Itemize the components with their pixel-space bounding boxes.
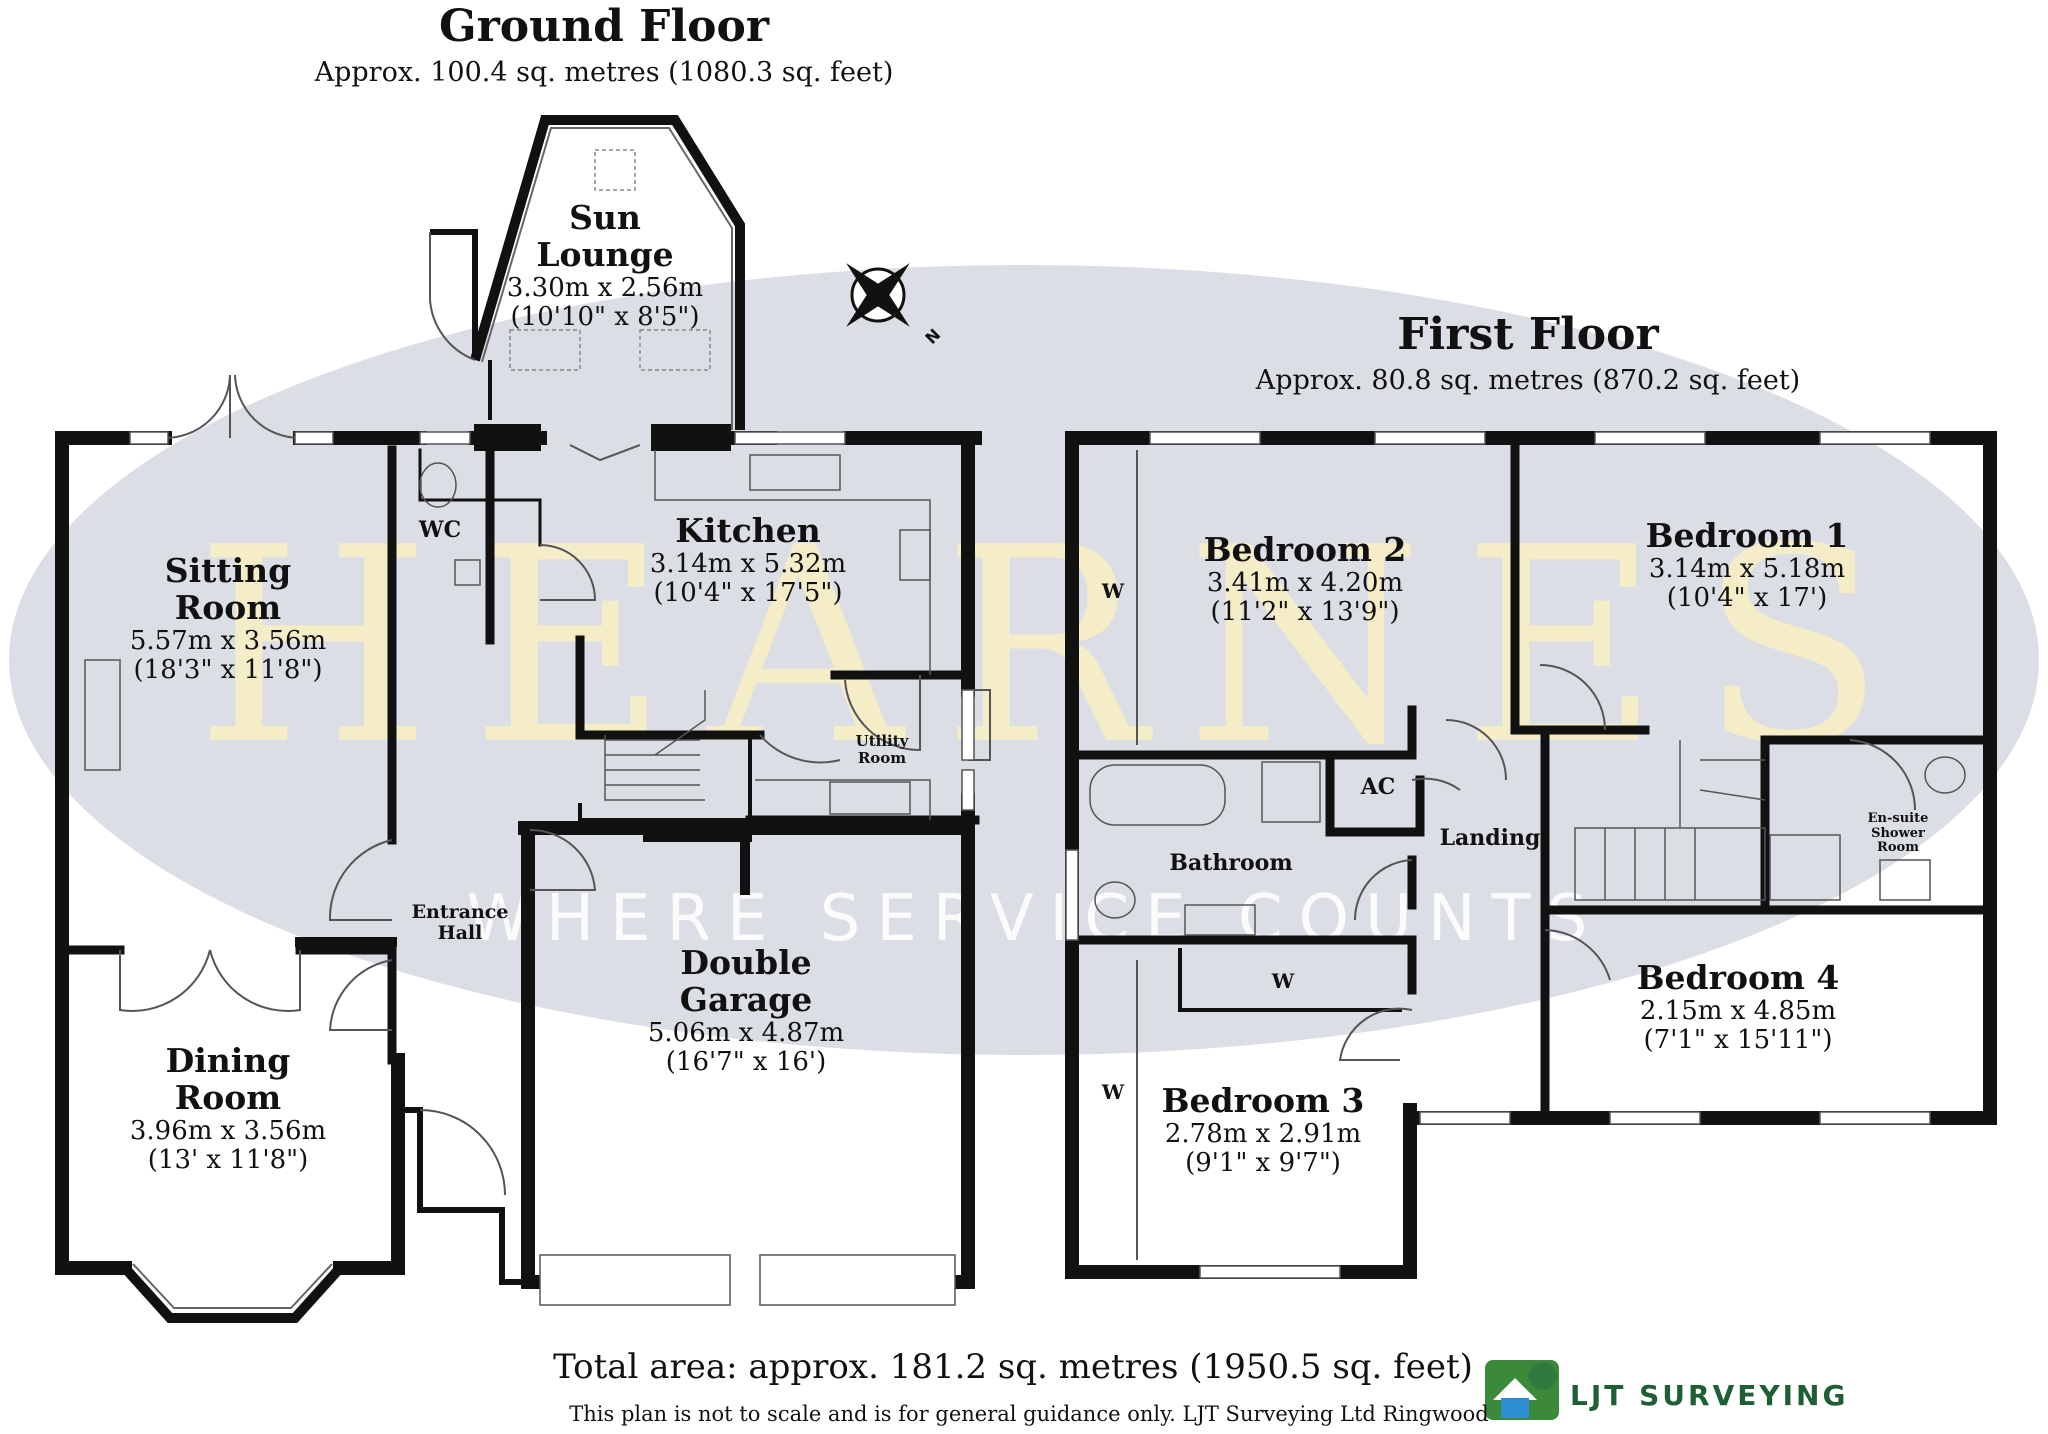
disclaimer: This plan is not to scale and is for gen… xyxy=(569,1402,1489,1426)
ground-floor-title: Ground Floor xyxy=(439,1,769,52)
room-name: Kitchen xyxy=(675,511,821,550)
room-name: Bedroom 2 xyxy=(1203,530,1407,569)
room-double-garage: Double Garage 5.06m x 4.87m (16'7" x 16'… xyxy=(647,943,845,1078)
room-kitchen: Kitchen 3.14m x 5.32m (10'4" x 17'5") xyxy=(649,511,847,609)
label-ensuite-line: Room xyxy=(1877,840,1919,856)
watermark-oval xyxy=(9,265,2039,1055)
room-imperial: (16'7" x 16') xyxy=(665,1047,827,1078)
room-imperial: (10'10" x 8'5") xyxy=(510,302,700,333)
label-wardrobe: W xyxy=(1101,579,1125,603)
room-imperial: (10'4" x 17'5") xyxy=(653,578,843,609)
room-metric: 5.57m x 3.56m xyxy=(129,625,327,656)
watermark-tagline: WHERE SERVICE COUNTS xyxy=(467,882,1604,956)
room-bedroom-1: Bedroom 1 3.14m x 5.18m (10'4" x 17') xyxy=(1645,516,1849,614)
label-wc: WC xyxy=(418,517,462,543)
label-wardrobe: W xyxy=(1101,1080,1125,1104)
total-area: Total area: approx. 181.2 sq. metres (19… xyxy=(553,1347,1473,1387)
room-imperial: (9'1" x 9'7") xyxy=(1185,1148,1341,1179)
label-ensuite-line: Shower xyxy=(1871,825,1925,841)
room-name: Dining xyxy=(165,1041,291,1080)
room-name: Bedroom 3 xyxy=(1161,1081,1365,1120)
room-metric: 5.06m x 4.87m xyxy=(647,1017,845,1048)
room-name: Sun xyxy=(569,198,641,237)
label-ensuite: En-suite Shower Room xyxy=(1867,811,1929,856)
label-wardrobe: W xyxy=(1271,969,1295,993)
room-metric: 2.15m x 4.85m xyxy=(1639,995,1837,1026)
label-landing: Landing xyxy=(1439,825,1541,851)
first-floor-fixtures xyxy=(1089,740,1966,936)
ground-floor-area: Approx. 100.4 sq. metres (1080.3 sq. fee… xyxy=(314,57,894,88)
label-utility-line: Utility xyxy=(855,732,909,750)
room-name: Double xyxy=(680,943,812,982)
room-metric: 3.30m x 2.56m xyxy=(506,272,704,303)
label-hall-line: Entrance xyxy=(411,901,509,923)
first-floor-doors xyxy=(1136,450,1917,1260)
ground-floor-fixtures xyxy=(84,450,931,820)
dining-bay xyxy=(121,1263,344,1323)
room-name: Room xyxy=(174,587,282,627)
room-bedroom-2: Bedroom 2 3.41m x 4.20m (11'2" x 13'9") xyxy=(1203,530,1407,628)
compass-icon: N xyxy=(846,263,944,348)
room-imperial: (18'3" x 11'8") xyxy=(133,655,323,686)
room-name: Lounge xyxy=(536,234,674,274)
room-imperial: (10'4" x 17') xyxy=(1666,583,1828,614)
label-hall-line: Hall xyxy=(437,922,483,945)
room-bedroom-4: Bedroom 4 2.15m x 4.85m (7'1" x 15'11") xyxy=(1636,958,1840,1056)
room-name: Sitting xyxy=(164,551,292,590)
label-bathroom: Bathroom xyxy=(1169,850,1293,876)
label-ensuite-line: En-suite xyxy=(1867,811,1929,826)
label-utility-room: Utility Room xyxy=(856,733,909,767)
room-sun-lounge: Sun Lounge 3.30m x 2.56m (10'10" x 8'5") xyxy=(506,198,704,333)
room-metric: 3.41m x 4.20m xyxy=(1206,567,1404,598)
room-imperial: (11'2" x 13'9") xyxy=(1210,597,1400,628)
label-entrance-hall: Entrance Hall xyxy=(411,901,509,945)
first-floor-windows xyxy=(1065,431,1931,1279)
room-metric: 2.78m x 2.91m xyxy=(1164,1118,1362,1149)
first-floor-area: Approx. 80.8 sq. metres (870.2 sq. feet) xyxy=(1255,365,1801,396)
room-name: Garage xyxy=(679,979,813,1019)
room-imperial: (7'1" x 15'11") xyxy=(1643,1025,1833,1056)
room-name: Bedroom 1 xyxy=(1645,516,1849,555)
watermark-brand: HEARNES xyxy=(195,489,1924,804)
room-metric: 3.14m x 5.18m xyxy=(1648,553,1846,584)
room-dining-room: Dining Room 3.96m x 3.56m (13' x 11'8") xyxy=(129,1041,327,1176)
label-utility-line: Room xyxy=(857,748,907,767)
room-sitting-room: Sitting Room 5.57m x 3.56m (18'3" x 11'8… xyxy=(129,551,327,686)
label-ac: AC xyxy=(1360,774,1396,800)
room-metric: 3.96m x 3.56m xyxy=(129,1115,327,1146)
ljt-logo-emblem xyxy=(1485,1360,1559,1420)
room-name: Room xyxy=(174,1077,282,1117)
room-name: Bedroom 4 xyxy=(1636,958,1840,997)
ground-floor-windows xyxy=(129,431,975,1306)
room-bedroom-3: Bedroom 3 2.78m x 2.91m (9'1" x 9'7") xyxy=(1161,1081,1365,1179)
room-imperial: (13' x 11'8") xyxy=(147,1145,309,1176)
sun-lounge-bay xyxy=(429,115,745,430)
room-metric: 3.14m x 5.32m xyxy=(649,548,847,579)
ground-floor-doors xyxy=(119,374,991,1196)
first-floor-title: First Floor xyxy=(1397,309,1659,360)
ljt-logo-text: LJT SURVEYING xyxy=(1570,1379,1849,1412)
